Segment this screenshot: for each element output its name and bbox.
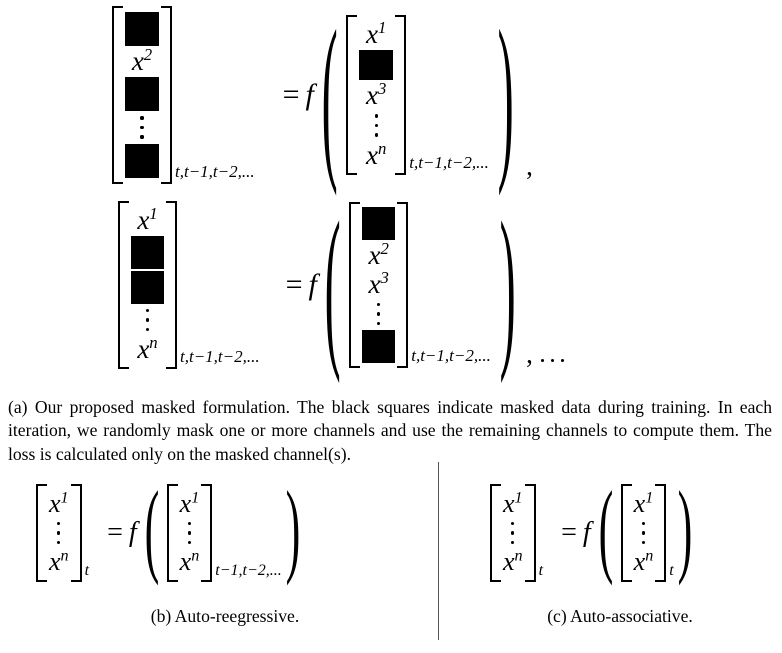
bracket-left [118,201,129,369]
matrix-entries: x1 x3 xn [357,17,395,173]
bracket-right [161,6,172,184]
vertical-ellipsis [145,306,150,335]
equals-sign: = [561,517,577,548]
matrix-lhs-b: x1 xn t [36,484,89,582]
function-symbol: f [128,517,137,548]
bracket-right [397,202,409,368]
bracket-left [490,484,501,582]
matrix-entry-symbol: x1 [503,488,523,518]
bracket-left [620,484,632,582]
paren-close: ) [285,473,301,589]
matrix-entry-symbol: xn [49,547,69,577]
vertical-ellipsis [511,519,515,548]
matrix-subscript: t [84,562,90,579]
matrix-lhs-row2: x1 xn t,t−1,t−2,... [118,201,260,369]
matrix-lhs-row1: x2 t,t−1,t−2,... [112,6,255,184]
paren-close: ) [497,0,514,197]
matrix-entries: x1 xn [129,203,166,368]
masked-channel-square [362,330,396,364]
paren-open: ( [144,473,159,589]
masked-channel-square [131,270,164,304]
bracket-left [36,484,47,582]
trailing-comma-row2: , [526,339,533,369]
masked-channel-square [362,206,396,240]
equals-sign: = [282,78,300,111]
matrix-entry-symbol: x3 [368,267,389,299]
matrix-entry-symbol: x1 [179,488,200,518]
matrix-entries: x1 xn [178,487,202,580]
matrix-lhs-c: x1 xn t [490,484,543,582]
paren-open: ( [321,0,338,197]
trailing-comma-row1: , [526,151,533,181]
matrix-rhs-c: x1 xn t [620,484,674,582]
masked-channel-square [131,235,164,269]
vertical-ellipsis [57,519,61,548]
function-symbol: f [582,517,591,548]
function-symbol: f [305,78,314,111]
panel-divider [438,462,440,640]
bracket-left [166,484,178,582]
matrix-entry-symbol: x3 [366,79,387,111]
vertical-ellipsis [140,113,144,142]
paren-open: ( [598,473,613,589]
vertical-ellipsis [187,519,192,548]
matrix-entry-symbol: x1 [137,203,158,235]
equals-sign: = [285,268,303,301]
vertical-ellipsis [641,519,646,548]
matrix-entry-symbol: xn [137,333,158,365]
vertical-ellipsis [374,111,378,140]
paren-open: ( [324,185,341,385]
bracket-right [70,484,82,582]
matrix-entry-symbol: x1 [633,488,654,518]
bracket-right [524,484,536,582]
matrix-entry-symbol: xn [503,547,523,577]
matrix-entry-symbol: x1 [49,488,69,518]
matrix-subscript: t [669,562,674,579]
bracket-right [201,484,213,582]
matrix-entries: x1 xn [632,487,656,580]
matrix-rhs-b: x1 xn t−1,t−2,... [166,484,282,582]
matrix-entry-symbol: xn [633,547,654,577]
caption-panel-b: (b) Auto-reegressive. [150,606,300,626]
matrix-entry-symbol: xn [366,138,387,170]
bracket-right [166,201,177,369]
matrix-entry-symbol: x2 [131,45,153,77]
matrix-subscript: t [538,562,544,579]
paren-close: ) [677,473,693,589]
matrix-entries: x1 xn [47,487,71,580]
matrix-entries: x1 xn [501,487,525,580]
bracket-left [346,15,358,175]
matrix-entry-symbol: x1 [366,18,387,50]
equals-sign: = [107,517,123,548]
matrix-rhs-row1: x1 x3 xn t,t−1,t−2,... [346,15,489,175]
caption-panel-a: (a) Our proposed masked formulation. The… [8,397,772,464]
masked-channel-square [125,12,159,47]
caption-panel-c: (c) Auto-associative. [547,606,693,626]
function-symbol: f [308,268,317,301]
matrix-subscript: t,t−1,t−2,... [180,347,260,366]
matrix-entry-symbol: x2 [368,238,389,270]
matrix-subscript: t,t−1,t−2,... [409,153,489,172]
matrix-entries: x2 [123,8,161,182]
bracket-right [655,484,667,582]
bracket-right [395,15,407,175]
paren-close: ) [499,185,516,385]
matrix-subscript: t,t−1,t−2,... [411,346,491,365]
masked-channel-square [359,50,394,81]
masked-channel-square [125,77,159,112]
matrix-entry-symbol: xn [179,547,200,577]
vertical-ellipsis [377,300,381,329]
horizontal-ellipsis-row2 [533,358,568,378]
bracket-left [112,6,123,184]
matrix-subscript: t,t−1,t−2,... [175,162,255,181]
bracket-left [349,202,361,368]
masked-channel-square [125,143,159,178]
matrix-subscript: t−1,t−2,... [215,562,282,579]
